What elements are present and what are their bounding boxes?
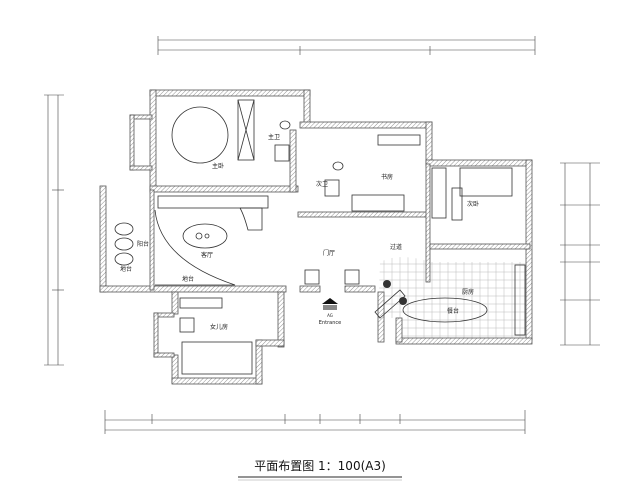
walls <box>99 89 533 385</box>
entrance-code: AG <box>327 313 333 318</box>
room-label-daughter-room: 女儿房 <box>210 323 228 331</box>
sink <box>274 144 290 162</box>
daughter-desk <box>181 341 253 375</box>
master-bed <box>171 106 229 164</box>
second-bed <box>459 167 513 197</box>
room-label-kitchen: 厨房 <box>462 288 474 296</box>
room-label-dining: 餐台 <box>447 307 459 315</box>
living-cabinet <box>157 195 269 209</box>
room-label-living-room: 客厅 <box>201 251 213 259</box>
master-wardrobe <box>237 99 255 161</box>
kitchen-island <box>374 289 406 319</box>
furniture <box>114 99 526 375</box>
room-label-corridor: 过道 <box>390 243 402 251</box>
study-desk <box>377 134 421 146</box>
room-label-master-bedroom: 主卧 <box>212 162 224 170</box>
drawing-title: 平面布置图 1：100(A3) <box>254 459 386 473</box>
coffee-table <box>182 223 228 249</box>
bar-counter <box>239 207 263 231</box>
room-label-study: 书房 <box>381 173 393 181</box>
entrance-label: Entrance <box>319 320 341 326</box>
living-platform <box>154 209 236 286</box>
study-sofa <box>351 194 405 212</box>
room-label-second-bedroom: 次卧 <box>467 200 479 208</box>
entrance-arrow-icon <box>322 298 338 304</box>
room-label-second-bath: 次卫 <box>316 180 328 188</box>
kitchen-counter <box>514 264 526 336</box>
daughter-shelf <box>179 297 223 309</box>
toilet <box>279 120 291 130</box>
room-label-balcony-platform: 地台 <box>120 265 132 273</box>
dining-table <box>402 297 488 323</box>
room-label-master-bath: 主卫 <box>268 133 280 141</box>
entrance-marker: AG Entrance <box>319 298 341 326</box>
room-label-living-platform: 地台 <box>182 275 194 283</box>
dimension-lines <box>44 36 600 434</box>
room-label-foyer: 门厅 <box>323 249 335 257</box>
room-label-balcony: 阳台 <box>137 240 149 248</box>
